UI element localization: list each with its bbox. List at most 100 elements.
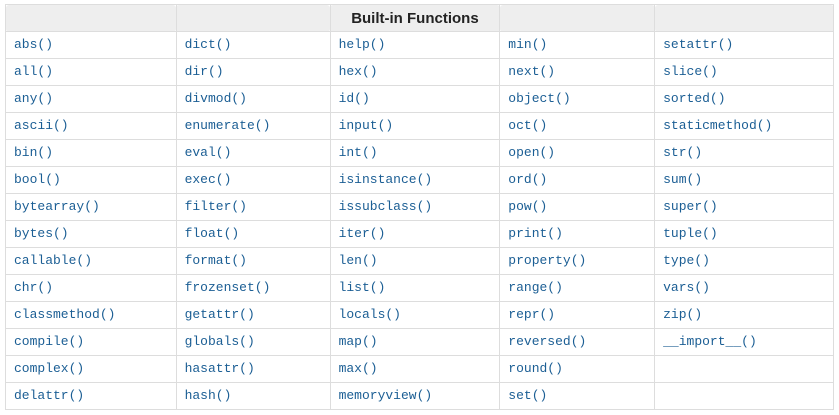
table-cell: filter() bbox=[175, 193, 331, 221]
table-cell: ascii() bbox=[5, 112, 177, 140]
table-row: classmethod() getattr() locals() repr() zip(… bbox=[5, 301, 834, 329]
function-link-all[interactable]: all() bbox=[14, 64, 54, 79]
function-link-repr[interactable]: repr() bbox=[508, 307, 556, 322]
function-link-property[interactable]: property() bbox=[508, 253, 587, 268]
function-link-input[interactable]: input() bbox=[338, 118, 394, 133]
table-cell: round() bbox=[499, 355, 656, 383]
table-cell: locals() bbox=[329, 301, 501, 329]
table-title: Built-in Functions bbox=[329, 4, 501, 32]
function-link-ascii[interactable]: ascii() bbox=[14, 118, 69, 133]
function-link-format[interactable]: format() bbox=[184, 253, 247, 268]
function-link-sorted[interactable]: sorted() bbox=[663, 91, 726, 106]
table-cell: globals() bbox=[175, 328, 331, 356]
function-link-chr[interactable]: chr() bbox=[14, 280, 54, 295]
table-cell: min() bbox=[499, 31, 656, 59]
function-link-set[interactable]: set() bbox=[508, 388, 548, 403]
function-link-getattr[interactable]: getattr() bbox=[184, 307, 255, 322]
table-row: bin() eval() int() open() str() bbox=[5, 139, 834, 167]
function-link-list[interactable]: list() bbox=[338, 280, 386, 295]
table-cell: tuple() bbox=[654, 220, 834, 248]
function-link-filter[interactable]: filter() bbox=[184, 199, 247, 214]
function-link-id[interactable]: id() bbox=[338, 91, 370, 106]
function-link-print[interactable]: print() bbox=[508, 226, 563, 241]
table-cell: repr() bbox=[499, 301, 656, 329]
function-link-pow[interactable]: pow() bbox=[508, 199, 548, 214]
function-link-slice[interactable]: slice() bbox=[663, 64, 718, 79]
function-link-__import__[interactable]: __import__() bbox=[663, 334, 757, 349]
function-link-map[interactable]: map() bbox=[338, 334, 378, 349]
table-row: abs() dict() help() min() setattr() bbox=[5, 31, 834, 59]
function-link-eval[interactable]: eval() bbox=[184, 145, 232, 160]
header-row: Built-in Functions bbox=[5, 4, 834, 32]
function-link-exec[interactable]: exec() bbox=[184, 172, 232, 187]
function-link-range[interactable]: range() bbox=[508, 280, 563, 295]
function-link-memoryview[interactable]: memoryview() bbox=[338, 388, 433, 403]
function-link-oct[interactable]: oct() bbox=[508, 118, 548, 133]
function-link-vars[interactable]: vars() bbox=[663, 280, 710, 295]
function-link-tuple[interactable]: tuple() bbox=[663, 226, 718, 241]
function-link-object[interactable]: object() bbox=[508, 91, 571, 106]
table-row: all() dir() hex() next() slice() bbox=[5, 58, 834, 86]
function-link-super[interactable]: super() bbox=[663, 199, 718, 214]
function-link-hash[interactable]: hash() bbox=[184, 388, 232, 403]
function-link-min[interactable]: min() bbox=[508, 37, 548, 52]
table-cell: oct() bbox=[499, 112, 656, 140]
builtin-functions-table: Built-in Functions abs() dict() help() min(… bbox=[5, 4, 834, 410]
table-cell: slice() bbox=[654, 58, 834, 86]
table-cell: isinstance() bbox=[329, 166, 501, 194]
function-link-open[interactable]: open() bbox=[508, 145, 556, 160]
function-link-setattr[interactable]: setattr() bbox=[663, 37, 734, 52]
table-cell: reversed() bbox=[499, 328, 656, 356]
function-link-type[interactable]: type() bbox=[663, 253, 710, 268]
function-link-callable[interactable]: callable() bbox=[14, 253, 93, 268]
function-link-ord[interactable]: ord() bbox=[508, 172, 548, 187]
function-link-reversed[interactable]: reversed() bbox=[508, 334, 587, 349]
table-cell: hex() bbox=[329, 58, 501, 86]
table-cell: max() bbox=[329, 355, 501, 383]
function-link-hex[interactable]: hex() bbox=[338, 64, 378, 79]
function-link-len[interactable]: len() bbox=[338, 253, 378, 268]
function-link-delattr[interactable]: delattr() bbox=[14, 388, 85, 403]
function-link-zip[interactable]: zip() bbox=[663, 307, 703, 322]
function-link-divmod[interactable]: divmod() bbox=[184, 91, 247, 106]
function-link-classmethod[interactable]: classmethod() bbox=[14, 307, 116, 322]
function-link-float[interactable]: float() bbox=[184, 226, 240, 241]
function-link-dir[interactable]: dir() bbox=[184, 64, 224, 79]
function-link-issubclass[interactable]: issubclass() bbox=[338, 199, 433, 214]
table-cell: sum() bbox=[654, 166, 834, 194]
function-link-next[interactable]: next() bbox=[508, 64, 556, 79]
function-link-compile[interactable]: compile() bbox=[14, 334, 85, 349]
function-link-sum[interactable]: sum() bbox=[663, 172, 703, 187]
table-row: callable() format() len() property() type() bbox=[5, 247, 834, 275]
table-cell: all() bbox=[5, 58, 177, 86]
function-link-any[interactable]: any() bbox=[14, 91, 54, 106]
function-link-staticmethod[interactable]: staticmethod() bbox=[663, 118, 773, 133]
table-cell: enumerate() bbox=[175, 112, 331, 140]
function-link-complex[interactable]: complex() bbox=[14, 361, 85, 376]
function-link-str[interactable]: str() bbox=[663, 145, 703, 160]
function-link-isinstance[interactable]: isinstance() bbox=[338, 172, 433, 187]
table-row: compile() globals() map() reversed() __impor… bbox=[5, 328, 834, 356]
table-cell: chr() bbox=[5, 274, 177, 302]
table-cell: hash() bbox=[175, 382, 331, 410]
table-row: chr() frozenset() list() range() vars() bbox=[5, 274, 834, 302]
table-cell: dict() bbox=[175, 31, 331, 59]
function-link-enumerate[interactable]: enumerate() bbox=[184, 118, 271, 133]
function-link-locals[interactable]: locals() bbox=[338, 307, 401, 322]
function-link-bytes[interactable]: bytes() bbox=[14, 226, 69, 241]
function-link-dict[interactable]: dict() bbox=[184, 37, 232, 52]
function-link-iter[interactable]: iter() bbox=[338, 226, 386, 241]
function-link-bytearray[interactable]: bytearray() bbox=[14, 199, 100, 214]
function-link-int[interactable]: int() bbox=[338, 145, 378, 160]
function-link-abs[interactable]: abs() bbox=[14, 37, 54, 52]
function-link-hasattr[interactable]: hasattr() bbox=[184, 361, 255, 376]
table-body: abs() dict() help() min() setattr() all() dir(… bbox=[5, 31, 834, 410]
function-link-globals[interactable]: globals() bbox=[184, 334, 255, 349]
function-link-round[interactable]: round() bbox=[508, 361, 563, 376]
function-link-bool[interactable]: bool() bbox=[14, 172, 61, 187]
function-link-help[interactable]: help() bbox=[338, 37, 386, 52]
function-link-max[interactable]: max() bbox=[338, 361, 378, 376]
function-link-bin[interactable]: bin() bbox=[14, 145, 54, 160]
function-link-frozenset[interactable]: frozenset() bbox=[184, 280, 271, 295]
